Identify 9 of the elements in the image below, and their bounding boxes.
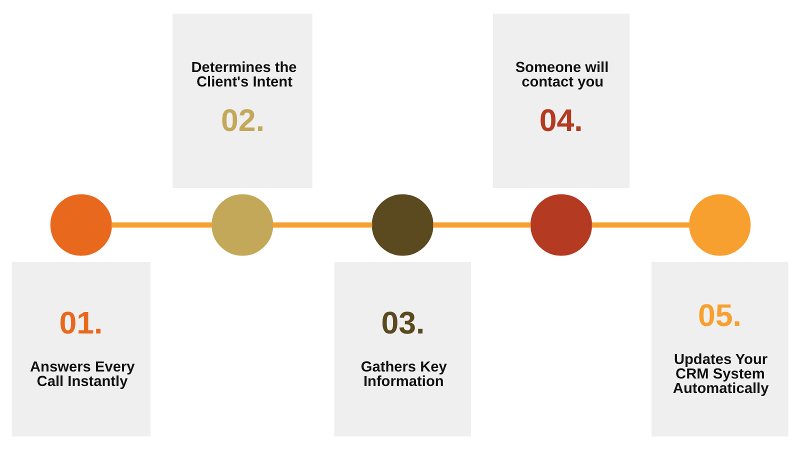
node-circle	[689, 194, 751, 256]
node-circle	[50, 194, 112, 256]
node-circle	[530, 194, 592, 256]
connector	[433, 222, 531, 228]
connector	[111, 222, 212, 228]
connector	[592, 222, 690, 228]
connector	[272, 222, 372, 228]
node-circle	[372, 194, 434, 256]
node-circle	[212, 194, 274, 256]
